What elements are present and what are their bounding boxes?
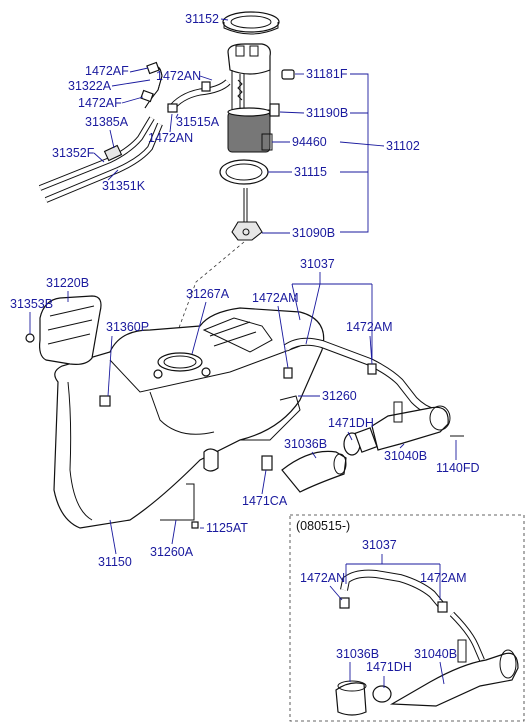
label-31181F: 31181F: [306, 67, 348, 81]
inset-080515: (080515-) 31037 1472AN 1472AM 31036B 147…: [289, 514, 525, 722]
label-1472AN-lower: 1472AN: [148, 131, 193, 145]
inset-label-31040B: 31040B: [414, 647, 457, 661]
inset-label-31036B: 31036B: [336, 647, 379, 661]
part-labels: 31152 1472AF 31322A 1472AN 31181F 1472AF…: [10, 12, 480, 569]
label-31351K: 31351K: [102, 179, 146, 193]
label-31152: 31152: [185, 12, 219, 26]
inset-label-1472AM: 1472AM: [420, 571, 467, 585]
label-1472AF-lower: 1472AF: [78, 96, 122, 110]
inset-title: (080515-): [296, 519, 350, 533]
fuel-tank: [53, 307, 325, 529]
label-1472AN-upper: 1472AN: [156, 69, 201, 83]
label-31102: 31102: [386, 139, 420, 153]
label-31220B: 31220B: [46, 276, 89, 290]
label-1472AM-upper: 1472AM: [252, 291, 299, 305]
label-31036B: 31036B: [284, 437, 327, 451]
vapor-hoses-top: [38, 61, 231, 203]
label-1472AF-upper: 1472AF: [85, 64, 129, 78]
label-31090B: 31090B: [292, 226, 335, 240]
inset-label-1472AN: 1472AN: [300, 571, 345, 585]
label-31322A: 31322A: [68, 79, 112, 93]
label-31150: 31150: [98, 555, 132, 569]
label-31353B: 31353B: [10, 297, 53, 311]
label-1472AM-right: 1472AM: [346, 320, 393, 334]
label-31190B: 31190B: [306, 106, 348, 120]
heat-shield: [25, 295, 102, 365]
label-31260A: 31260A: [150, 545, 194, 559]
inset-label-1471DH: 1471DH: [366, 660, 412, 674]
label-31360P: 31360P: [106, 320, 149, 334]
assembly-guide-line: [169, 241, 245, 353]
label-31115: 31115: [294, 165, 327, 179]
label-31260: 31260: [322, 389, 357, 403]
label-1125AT: 1125AT: [206, 521, 248, 535]
label-31267A: 31267A: [186, 287, 230, 301]
label-31040B: 31040B: [384, 449, 427, 463]
label-1471DH: 1471DH: [328, 416, 374, 430]
label-31385A: 31385A: [85, 115, 129, 129]
filler-neck-assembly: [261, 337, 464, 493]
label-1471CA: 1471CA: [242, 494, 288, 508]
label-31515A: 31515A: [176, 115, 220, 129]
label-31037: 31037: [300, 257, 335, 271]
label-31352F: 31352F: [52, 146, 95, 160]
label-94460: 94460: [292, 135, 327, 149]
label-1140FD: 1140FD: [436, 461, 480, 475]
fuel-pump-module: [219, 11, 295, 241]
inset-label-31037: 31037: [362, 538, 397, 552]
